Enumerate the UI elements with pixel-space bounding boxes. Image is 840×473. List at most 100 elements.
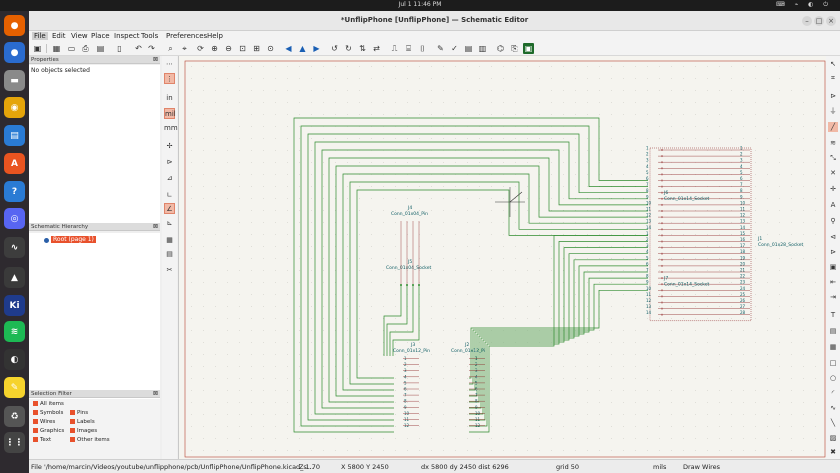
units-inches-icon[interactable]: in bbox=[166, 94, 173, 102]
highlight-net-icon[interactable]: ⌗ bbox=[831, 74, 835, 82]
arc-icon[interactable]: ◜ bbox=[831, 389, 835, 397]
mirror-horizontal-icon[interactable]: ⇄ bbox=[373, 44, 380, 53]
bezier-icon[interactable]: ∿ bbox=[830, 404, 836, 412]
text-box-icon[interactable]: ▤ bbox=[829, 327, 837, 335]
zoom-selection-icon[interactable]: ⊙ bbox=[267, 44, 274, 53]
discord-icon[interactable]: ◎ bbox=[4, 208, 25, 229]
select-icon[interactable]: ↖ bbox=[830, 60, 836, 68]
sheet-pin-icon[interactable]: ⇥ bbox=[830, 293, 836, 301]
bus-entry-icon[interactable]: ⤡ bbox=[830, 154, 836, 162]
filter-checkbox-other-items[interactable]: Other items bbox=[70, 437, 110, 443]
add-sheet-icon[interactable]: ▣ bbox=[829, 263, 837, 271]
filter-checkbox-pins[interactable]: Pins bbox=[70, 410, 88, 416]
add-text-icon[interactable]: T bbox=[830, 311, 836, 319]
firefox-icon[interactable]: ● bbox=[4, 15, 25, 36]
angle-icon[interactable]: ⊾ bbox=[166, 219, 173, 227]
notes-icon[interactable]: ✎ bbox=[4, 377, 25, 398]
hier-label-icon[interactable]: ⊳ bbox=[830, 248, 836, 256]
zoom-fit-icon[interactable]: ⊡ bbox=[239, 44, 246, 53]
app-center-icon[interactable]: A bbox=[4, 153, 25, 174]
system-monitor-icon[interactable]: ∿ bbox=[4, 237, 25, 258]
files-icon[interactable]: ▬ bbox=[4, 70, 25, 91]
writer-icon[interactable]: ▤ bbox=[4, 125, 25, 146]
redo-icon[interactable]: ↷ bbox=[148, 44, 155, 53]
plot-icon[interactable]: ▤ bbox=[96, 44, 105, 53]
rotate-cw-icon[interactable]: ↻ bbox=[345, 44, 352, 53]
menu-help[interactable]: Help bbox=[207, 32, 223, 40]
kicad-icon[interactable]: Ki bbox=[4, 295, 25, 316]
print-icon[interactable]: ⎙ bbox=[82, 44, 89, 53]
erc-icon[interactable]: ✓ bbox=[451, 44, 458, 53]
open-pcb-icon[interactable]: ▣ bbox=[523, 43, 534, 54]
menu-view[interactable]: View bbox=[71, 32, 88, 40]
line-free-icon[interactable]: ∠ bbox=[164, 203, 175, 214]
global-label-icon[interactable]: ⊲ bbox=[830, 233, 836, 241]
add-symbol-icon[interactable]: ⊳ bbox=[830, 92, 836, 100]
zoom-refresh-icon[interactable]: ⟳ bbox=[197, 44, 204, 53]
page-settings-icon[interactable]: ▭ bbox=[67, 44, 76, 53]
inkscape-icon[interactable]: ▲ bbox=[4, 267, 25, 288]
menu-place[interactable]: Place bbox=[91, 32, 110, 40]
footprint-editor-icon[interactable]: ⌷ bbox=[420, 44, 425, 53]
schematic-drawing[interactable]: 1234567891011121314151617181920212223242… bbox=[179, 56, 828, 459]
junction-icon[interactable]: ✛ bbox=[830, 185, 836, 193]
add-power-icon[interactable]: ⏚ bbox=[829, 107, 837, 115]
circle-icon[interactable]: ○ bbox=[829, 374, 837, 382]
filter-checkbox-labels[interactable]: Labels bbox=[70, 419, 95, 425]
close-icon[interactable]: ⊠ bbox=[152, 390, 158, 397]
zoom-in-icon[interactable]: ⊕ bbox=[211, 44, 218, 53]
hierarchy-root-item[interactable]: Root (page 1) bbox=[51, 236, 96, 243]
maximize-button[interactable]: □ bbox=[814, 16, 824, 26]
thunderbird-icon[interactable]: ● bbox=[4, 42, 25, 63]
import-sheet-pin-icon[interactable]: ⇤ bbox=[830, 278, 836, 286]
filter-checkbox-images[interactable]: Images bbox=[70, 428, 97, 434]
net-class-icon[interactable]: ⚲ bbox=[830, 217, 836, 225]
clock[interactable]: Jul 1 11:46 PM bbox=[398, 1, 442, 8]
add-wire-icon[interactable]: ╱ bbox=[828, 122, 838, 132]
filter-checkbox-wires[interactable]: Wires bbox=[33, 419, 55, 425]
annotate-icon[interactable]: ✎ bbox=[437, 44, 444, 53]
filter-checkbox-graphics[interactable]: Graphics bbox=[33, 428, 64, 434]
schematic-setup-icon[interactable]: ▦ bbox=[52, 44, 61, 53]
rectangle-icon[interactable]: □ bbox=[829, 359, 837, 367]
zoom-out-icon[interactable]: ⊖ bbox=[225, 44, 232, 53]
symbol-editor-icon[interactable]: ⎍ bbox=[391, 44, 398, 53]
find-icon[interactable]: ⌕ bbox=[168, 44, 173, 53]
hidden-pins-icon[interactable]: ⊳ bbox=[166, 158, 173, 166]
navigate-back-icon[interactable]: ◀ bbox=[285, 44, 292, 53]
line-45-icon[interactable]: ⊿ bbox=[166, 174, 173, 182]
undo-icon[interactable]: ↶ bbox=[135, 44, 142, 53]
add-label-icon[interactable]: A bbox=[830, 201, 836, 209]
hierarchy-panel-icon[interactable]: ▦ bbox=[166, 236, 173, 244]
system-tray[interactable]: ⌨ ⌁ ◐ ⏻ bbox=[776, 1, 832, 8]
rhythmbox-icon[interactable]: ◉ bbox=[4, 97, 25, 118]
close-icon[interactable]: ⊠ bbox=[152, 56, 158, 63]
filter-checkbox-text[interactable]: Text bbox=[33, 437, 51, 443]
no-connect-icon[interactable]: ✕ bbox=[830, 169, 836, 177]
navigate-forward-icon[interactable]: ▶ bbox=[313, 44, 320, 53]
help-icon[interactable]: ? bbox=[4, 181, 25, 202]
add-bus-icon[interactable]: ≋ bbox=[830, 139, 836, 147]
close-icon[interactable]: ⊠ bbox=[152, 223, 158, 230]
trash-icon[interactable]: ♻ bbox=[4, 406, 25, 427]
save-icon[interactable]: ▣ bbox=[33, 44, 42, 53]
filter-checkbox-symbols[interactable]: Symbols bbox=[33, 410, 63, 416]
menu-file[interactable]: File bbox=[32, 32, 48, 40]
rotate-ccw-icon[interactable]: ↺ bbox=[331, 44, 338, 53]
assign-footprints-icon[interactable]: ⌬ bbox=[497, 44, 504, 53]
delete-tool-icon[interactable]: ✖ bbox=[830, 448, 836, 456]
menu-inspect[interactable]: Inspect bbox=[114, 32, 140, 40]
tools-icon[interactable]: ✂ bbox=[166, 266, 173, 274]
units-mm-icon[interactable]: mm bbox=[164, 124, 178, 132]
symbol-fields-icon[interactable]: ▤ bbox=[464, 44, 473, 53]
paste-icon[interactable]: ▯ bbox=[117, 44, 122, 53]
minimize-button[interactable]: – bbox=[802, 16, 812, 26]
show-apps-icon[interactable]: ⋮⋮ bbox=[4, 432, 25, 453]
symbol-browser-icon[interactable]: ⌸ bbox=[406, 44, 411, 53]
navigate-up-icon[interactable]: ▲ bbox=[299, 44, 306, 53]
line-90-icon[interactable]: ∟ bbox=[166, 191, 173, 199]
close-button[interactable]: × bbox=[826, 16, 836, 26]
bom-icon[interactable]: ▥ bbox=[478, 44, 487, 53]
find-replace-icon[interactable]: ⌖ bbox=[182, 44, 187, 53]
